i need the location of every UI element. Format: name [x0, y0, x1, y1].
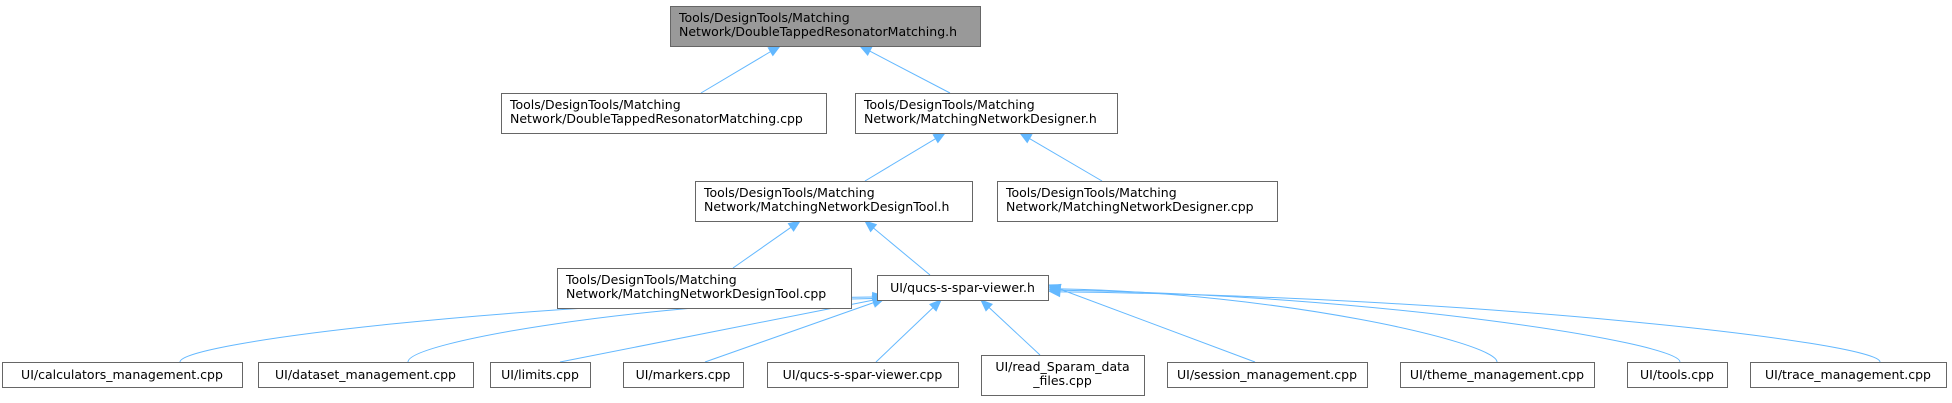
node-box [877, 275, 1049, 301]
edge-line [864, 138, 936, 182]
node-dataset[interactable]: UI/dataset_management.cpp [258, 362, 474, 388]
node-box [695, 181, 973, 222]
edge-viewer_h-to-mndt_h [863, 220, 931, 276]
edge-line [1059, 288, 1256, 363]
node-dtrm-cpp[interactable]: Tools/DesignTools/MatchingNetwork/Double… [501, 93, 827, 134]
edge-arrowhead [1018, 132, 1033, 144]
nodes-layer: Tools/DesignTools/MatchingNetwork/Double… [2, 6, 1947, 396]
node-label-line: Network/DoubleTappedResonatorMatching.h [679, 24, 957, 39]
edge-viewer_cpp-to-viewer_h [875, 299, 942, 363]
node-tools[interactable]: UI/tools.cpp [1627, 362, 1728, 388]
edge-arrowhead [1047, 286, 1061, 298]
node-label-line: UI/markers.cpp [636, 367, 731, 382]
node-mnd-h[interactable]: Tools/DesignTools/MatchingNetwork/Matchi… [855, 93, 1118, 134]
node-theme[interactable]: UI/theme_management.cpp [1400, 362, 1595, 388]
edge-arrowhead [929, 299, 942, 312]
node-label-line: UI/limits.cpp [501, 367, 579, 382]
edge-dtrm_cpp-to-root [700, 45, 782, 94]
node-label-line: _files.cpp [1032, 373, 1092, 388]
node-box [1400, 362, 1595, 388]
node-label-line: UI/session_management.cpp [1177, 367, 1357, 382]
node-box [670, 6, 981, 47]
node-box [997, 181, 1278, 222]
node-label-line: UI/qucs-s-spar-viewer.h [890, 280, 1035, 295]
node-label-line: Network/MatchingNetworkDesigner.cpp [1006, 199, 1254, 214]
node-label-line: Network/DoubleTappedResonatorMatching.cp… [510, 111, 803, 126]
node-box [501, 93, 827, 134]
node-label-line: UI/read_Sparam_data [995, 359, 1129, 374]
node-limits[interactable]: UI/limits.cpp [490, 362, 591, 388]
edge-line [732, 226, 792, 269]
node-box [490, 362, 591, 388]
node-label-line: Network/MatchingNetworkDesigner.h [864, 111, 1097, 126]
node-label-line: UI/tools.cpp [1640, 367, 1714, 382]
node-box [623, 362, 744, 388]
edge-mndt_h-to-mnd_h [864, 132, 947, 182]
edge-line [700, 51, 771, 94]
edge-arrowhead [980, 299, 993, 312]
edge-tools-to-viewer_h [1047, 285, 1681, 363]
edge-line [875, 307, 934, 363]
edge-line [1059, 289, 1681, 363]
node-read-sparam[interactable]: UI/read_Sparam_data_files.cpp [981, 355, 1145, 396]
node-box [2, 362, 243, 388]
node-box [258, 362, 474, 388]
node-label-line: UI/theme_management.cpp [1410, 367, 1584, 382]
node-markers[interactable]: UI/markers.cpp [623, 362, 744, 388]
edge-arrowhead [858, 45, 873, 56]
edge-arrowhead [932, 132, 947, 144]
edge-mndt_cpp-to-mndt_h [732, 220, 802, 269]
node-box [557, 268, 852, 309]
edge-line [559, 299, 874, 363]
node-label-line: Tools/DesignTools/Matching [509, 97, 681, 112]
edge-trace-to-viewer_h [1047, 286, 1881, 363]
edge-arrowhead [767, 45, 782, 57]
node-label-line: UI/calculators_management.cpp [21, 367, 223, 382]
edge-line [704, 302, 874, 363]
edge-theme-to-viewer_h [1047, 283, 1498, 363]
node-box [1750, 362, 1947, 388]
node-viewer-cpp[interactable]: UI/qucs-s-spar-viewer.cpp [767, 362, 959, 388]
node-box [981, 355, 1145, 396]
edge-arrowhead [787, 220, 802, 232]
node-root[interactable]: Tools/DesignTools/MatchingNetwork/Double… [670, 6, 981, 47]
edge-line [1059, 291, 1881, 363]
node-label-line: UI/trace_management.cpp [1765, 367, 1931, 382]
node-trace[interactable]: UI/trace_management.cpp [1750, 362, 1947, 388]
node-label-line: Network/MatchingNetworkDesignTool.cpp [566, 286, 826, 301]
edge-read_sparam-to-viewer_h [980, 299, 1041, 356]
node-label-line: UI/dataset_management.cpp [275, 367, 456, 382]
node-label-line: Tools/DesignTools/Matching [678, 10, 850, 25]
node-mndt-cpp[interactable]: Tools/DesignTools/MatchingNetwork/Matchi… [557, 268, 852, 309]
node-box [1627, 362, 1728, 388]
node-mndt-h[interactable]: Tools/DesignTools/MatchingNetwork/Matchi… [695, 181, 973, 222]
edge-arrowhead [863, 220, 878, 233]
node-label-line: Tools/DesignTools/Matching [703, 185, 875, 200]
node-label-line: Tools/DesignTools/Matching [1005, 185, 1177, 200]
node-box [1167, 362, 1368, 388]
node-session[interactable]: UI/session_management.cpp [1167, 362, 1368, 388]
edge-mnd_cpp-to-mnd_h [1018, 132, 1103, 182]
node-mnd-cpp[interactable]: Tools/DesignTools/MatchingNetwork/Matchi… [997, 181, 1278, 222]
node-box [767, 362, 959, 388]
edge-line [869, 50, 951, 94]
node-label-line: Tools/DesignTools/Matching [565, 272, 737, 287]
node-box [855, 93, 1118, 134]
edge-line [873, 227, 931, 276]
node-label-line: Tools/DesignTools/Matching [863, 97, 1035, 112]
node-viewer-h[interactable]: UI/qucs-s-spar-viewer.h [877, 275, 1049, 301]
edge-mnd_h-to-root [858, 45, 951, 94]
node-calc[interactable]: UI/calculators_management.cpp [2, 362, 243, 388]
node-label-line: Network/MatchingNetworkDesignTool.h [704, 199, 949, 214]
edge-line [1029, 138, 1103, 182]
node-label-line: UI/qucs-s-spar-viewer.cpp [783, 367, 943, 382]
edge-line [988, 307, 1041, 356]
